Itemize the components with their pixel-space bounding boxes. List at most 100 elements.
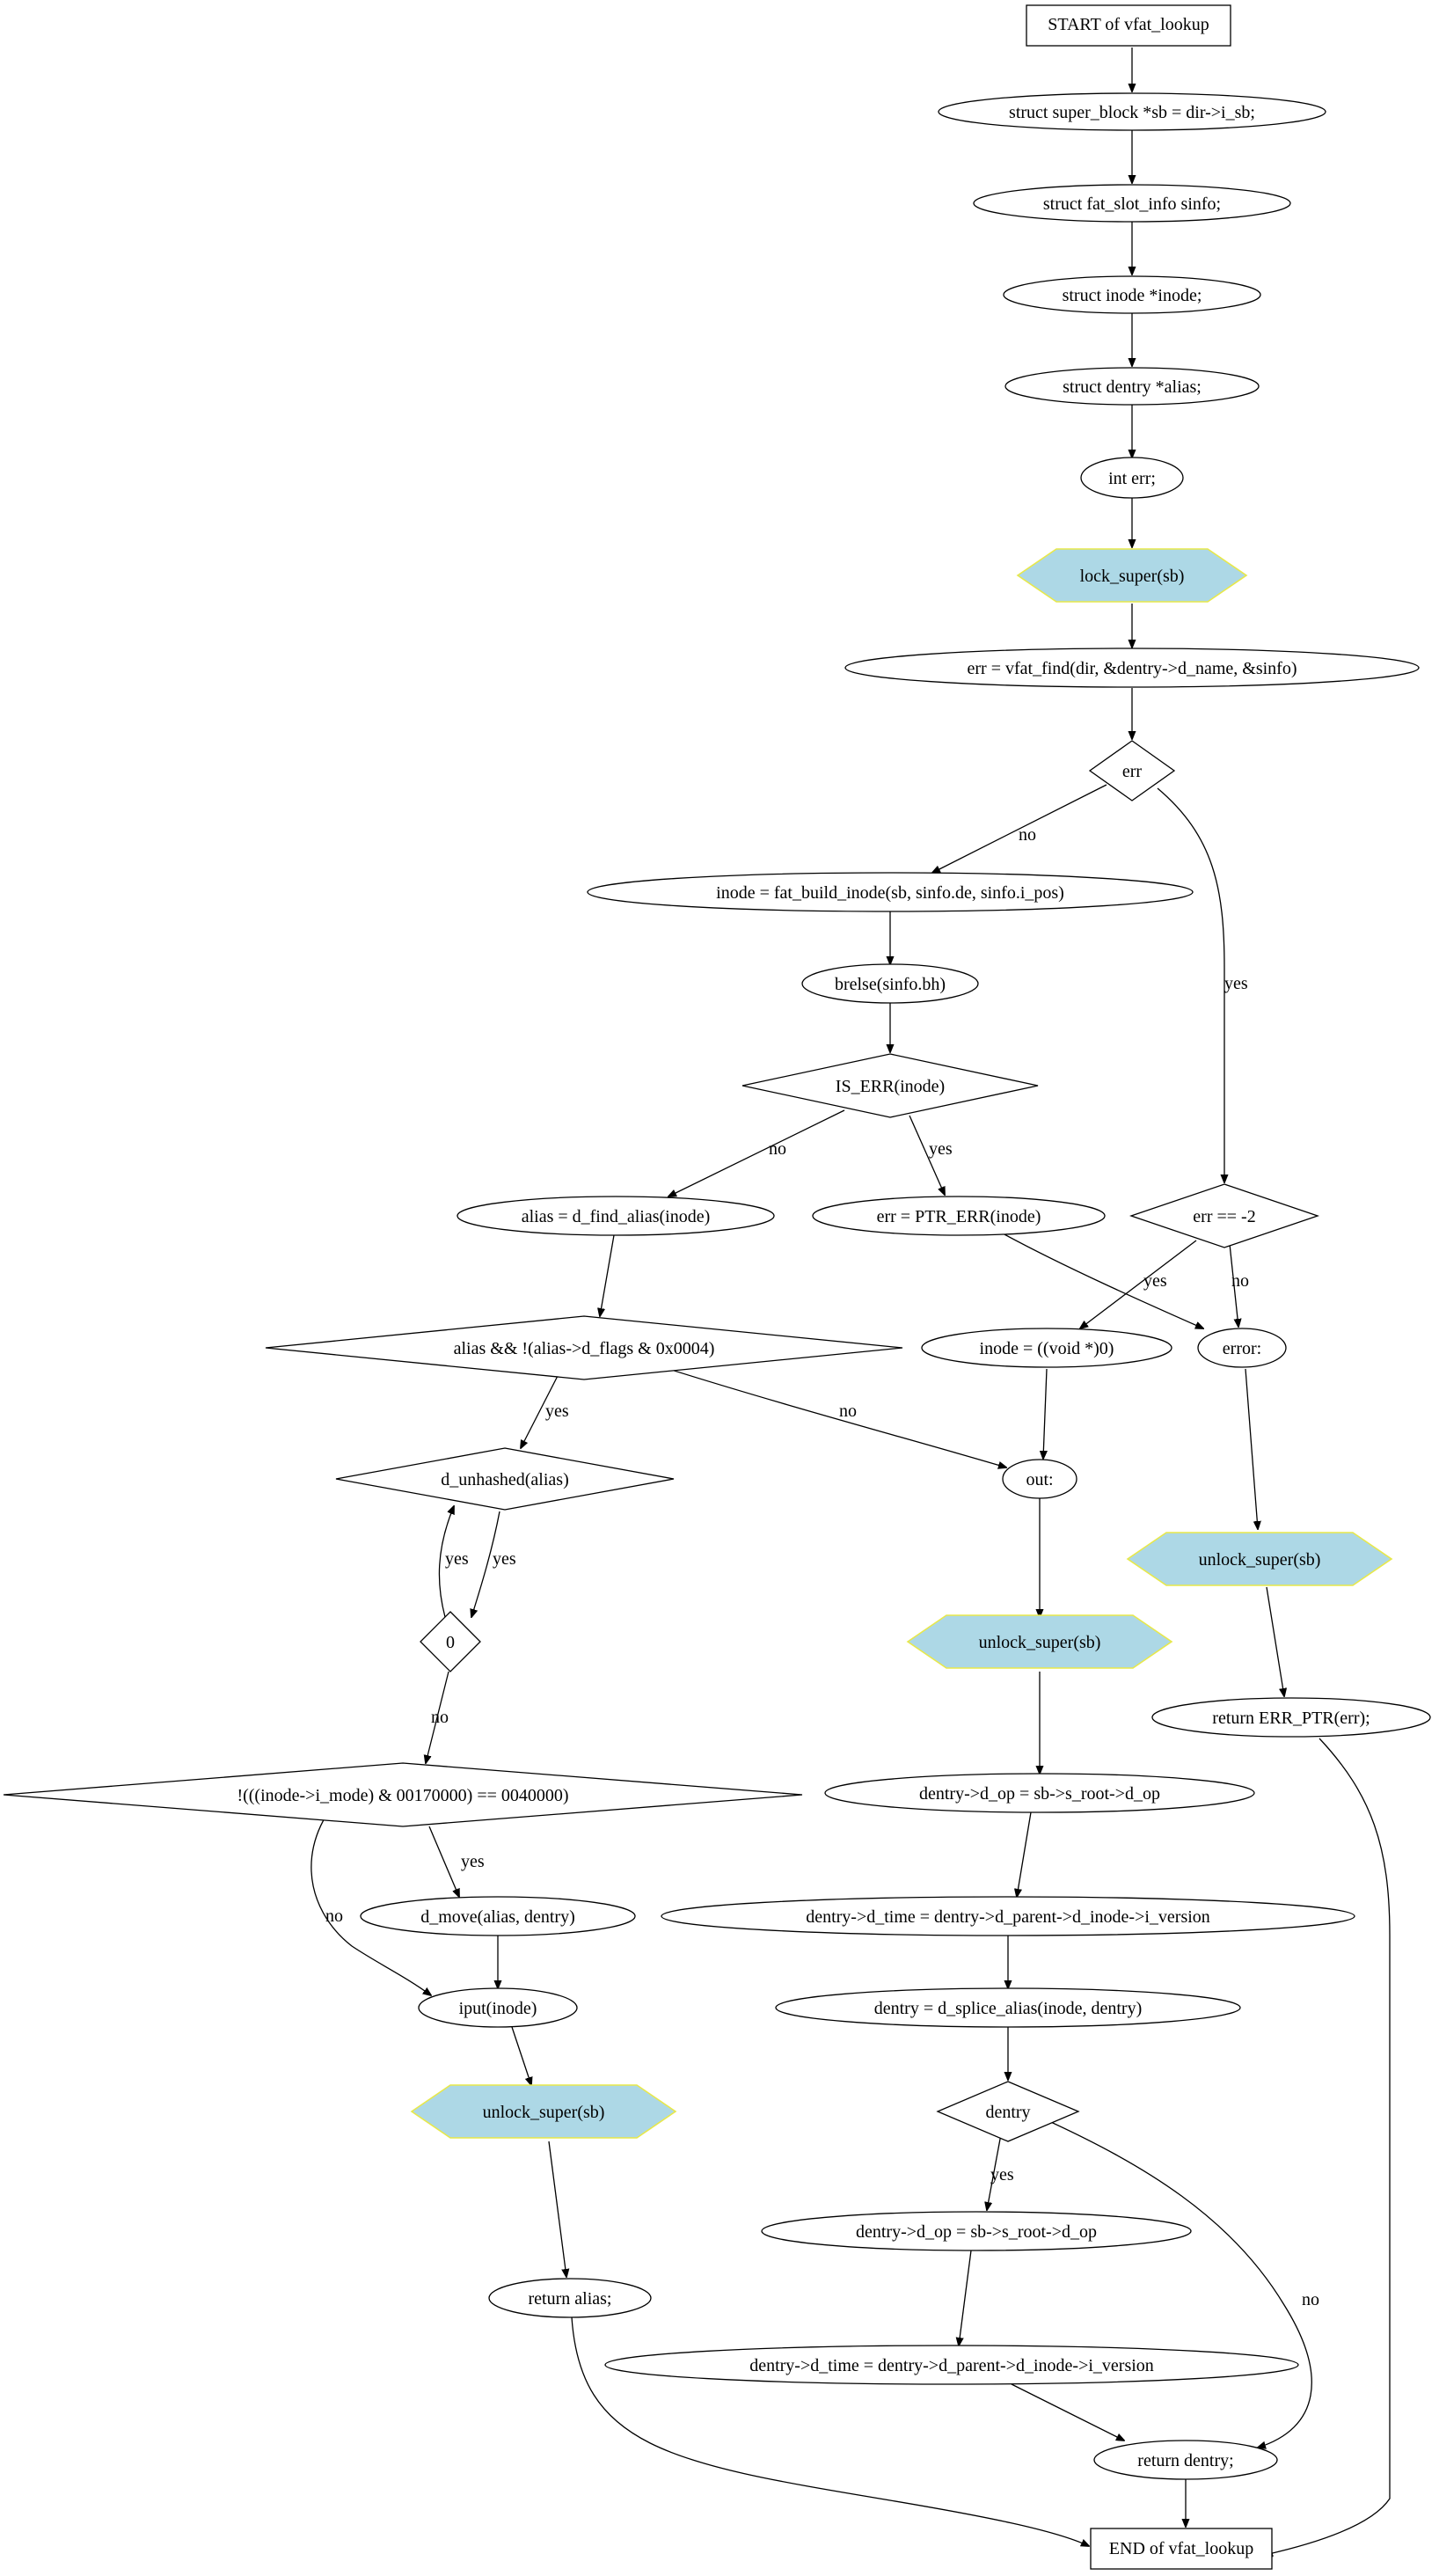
edge-errcheck-build [932, 784, 1107, 873]
edge-iserr-findalias [668, 1109, 845, 1197]
edge-zero-dunhashed [438, 1506, 454, 1618]
node-return-alias-label: return alias; [529, 2289, 612, 2309]
node-brelse: brelse(sinfo.bh) [801, 963, 979, 1004]
node-build-label: inode = fat_build_inode(sb, sinfo.de, si… [716, 883, 1064, 903]
node-d-move: d_move(alias, dentry) [360, 1896, 636, 1936]
edge-dentrycheck-dop2 [987, 2133, 1002, 2210]
node-unlock-err-label: unlock_super(sb) [1199, 1550, 1321, 1570]
node-lock: lock_super(sb) [1016, 548, 1248, 603]
node-d-unhashed-label: d_unhashed(alias) [441, 1470, 569, 1489]
node-d-move-label: d_move(alias, dentry) [420, 1907, 575, 1927]
node-d-op-2-label: dentry->d_op = sb->s_root->d_op [856, 2222, 1097, 2242]
node-d-op-2: dentry->d_op = sb->s_root->d_op [761, 2211, 1192, 2251]
node-splice-label: dentry = d_splice_alias(inode, dentry) [874, 1999, 1143, 2018]
node-ptr-err-label: err = PTR_ERR(inode) [877, 1207, 1041, 1226]
label-imode-no: no [325, 1906, 343, 1926]
label-aliascheck-no: no [839, 1401, 857, 1421]
node-return-err: return ERR_PTR(err); [1151, 1697, 1431, 1738]
edge-dop2-dtime2 [959, 2250, 972, 2345]
node-end: END of vfat_lookup [1090, 2528, 1273, 2570]
node-err-eq: err == -2 [1129, 1183, 1320, 1248]
node-end-label: END of vfat_lookup [1109, 2539, 1253, 2558]
edge-findalias-aliascheck [600, 1234, 615, 1316]
node-find-label: err = vfat_find(dir, &dentry->d_name, &s… [968, 659, 1297, 678]
node-alias-decl-label: struct dentry *alias; [1063, 377, 1202, 397]
label-errcheck-yes: yes [1224, 974, 1248, 993]
node-sinfo: struct fat_slot_info sinfo; [973, 184, 1291, 223]
label-dentrycheck-no: no [1302, 2290, 1319, 2309]
label-erreq-yes: yes [1143, 1271, 1167, 1291]
edge-aliascheck-out [668, 1368, 1006, 1467]
node-imode: !(((inode->i_mode) & 00170000) == 004000… [3, 1762, 803, 1827]
edge-unlockalias-returnalias [548, 2141, 566, 2277]
edge-error-unlockerr [1245, 1368, 1258, 1529]
node-imode-label: !(((inode->i_mode) & 00170000) == 004000… [237, 1786, 568, 1805]
label-erreq-no: no [1231, 1271, 1249, 1291]
node-unlock-alias-label: unlock_super(sb) [483, 2103, 605, 2122]
node-out-label-text: out: [1026, 1470, 1053, 1489]
node-dentry-check: dentry [936, 2081, 1080, 2142]
edge-imode-dmove [428, 1826, 459, 1897]
node-return-dentry: return dentry; [1093, 2440, 1278, 2480]
node-err-decl-label: int err; [1108, 469, 1156, 488]
node-sb: struct super_block *sb = dir->i_sb; [938, 92, 1326, 131]
edge-iput-unlockalias [511, 2026, 531, 2085]
node-is-err: IS_ERR(inode) [741, 1053, 1039, 1118]
node-unlock-out: unlock_super(sb) [906, 1614, 1173, 1669]
node-dentry-check-label: dentry [985, 2103, 1030, 2122]
edges [310, 48, 1391, 2555]
node-brelse-label: brelse(sinfo.bh) [835, 975, 946, 994]
label-imode-yes: yes [461, 1852, 485, 1871]
node-d-op-1: dentry->d_op = sb->s_root->d_op [824, 1773, 1255, 1813]
label-zero-no: no [431, 1708, 449, 1727]
node-alias-decl: struct dentry *alias; [1004, 367, 1260, 406]
edge-errcheck-erreq [1157, 787, 1224, 1182]
node-unlock-alias: unlock_super(sb) [410, 2084, 677, 2139]
node-iput: iput(inode) [418, 1987, 578, 2028]
edge-ptrerr-error [1002, 1233, 1203, 1328]
edge-erreq-error [1229, 1243, 1238, 1327]
node-iput-label: iput(inode) [459, 1999, 537, 2018]
edge-labels: no yes no yes yes no yes no yes yes no y… [325, 825, 1319, 2309]
label-dunhashed-yes: yes [493, 1549, 516, 1569]
label-iserr-no: no [769, 1139, 786, 1159]
node-error-label-text: error: [1223, 1339, 1261, 1358]
node-inode-decl-label: struct inode *inode; [1063, 286, 1202, 305]
edge-unlockerr-returnerr [1266, 1586, 1284, 1696]
edge-returnerr-end [1265, 1738, 1391, 2555]
node-error-label: error: [1197, 1328, 1287, 1368]
node-find-alias: alias = d_find_alias(inode) [457, 1196, 775, 1236]
node-return-alias: return alias; [488, 2278, 652, 2318]
edge-iserr-ptrerr [909, 1115, 945, 1195]
edge-dop1-dtime1 [1017, 1811, 1032, 1897]
node-splice: dentry = d_splice_alias(inode, dentry) [775, 1987, 1241, 2028]
node-sb-label: struct super_block *sb = dir->i_sb; [1009, 103, 1255, 122]
node-build: inode = fat_build_inode(sb, sinfo.de, si… [587, 872, 1194, 912]
node-d-time-2-label: dentry->d_time = dentry->d_parent->d_ino… [749, 2356, 1154, 2375]
node-err-check-label: err [1122, 762, 1143, 781]
edge-zero-imode [426, 1671, 449, 1763]
label-errcheck-no: no [1019, 825, 1036, 845]
node-is-err-label: IS_ERR(inode) [836, 1077, 945, 1096]
label-dentrycheck-yes: yes [990, 2165, 1014, 2184]
node-find-alias-label: alias = d_find_alias(inode) [522, 1207, 711, 1226]
node-ptr-err: err = PTR_ERR(inode) [812, 1196, 1106, 1236]
node-d-time-2: dentry->d_time = dentry->d_parent->d_ino… [604, 2345, 1299, 2385]
node-d-unhashed: d_unhashed(alias) [335, 1447, 675, 1511]
node-return-dentry-label: return dentry; [1137, 2451, 1233, 2470]
node-return-err-label: return ERR_PTR(err); [1212, 1709, 1370, 1728]
label-zero-yes: yes [445, 1549, 469, 1569]
edge-dunhashed-zero [471, 1511, 500, 1617]
node-inode-null-label: inode = ((void *)0) [980, 1339, 1114, 1358]
node-d-time-1: dentry->d_time = dentry->d_parent->d_ino… [661, 1896, 1355, 1936]
node-zero: 0 [420, 1611, 481, 1672]
node-alias-check-label: alias && !(alias->d_flags & 0x0004) [454, 1339, 715, 1358]
node-inode-decl: struct inode *inode; [1003, 275, 1261, 314]
edge-dtime2-returndentry [1011, 2383, 1124, 2441]
node-out-label: out: [1002, 1459, 1077, 1499]
edge-imode-iput [310, 1780, 431, 1995]
edge-aliascheck-dunhashed [521, 1372, 560, 1448]
node-d-time-1-label: dentry->d_time = dentry->d_parent->d_ino… [806, 1907, 1210, 1927]
node-start-label: START of vfat_lookup [1048, 15, 1209, 34]
